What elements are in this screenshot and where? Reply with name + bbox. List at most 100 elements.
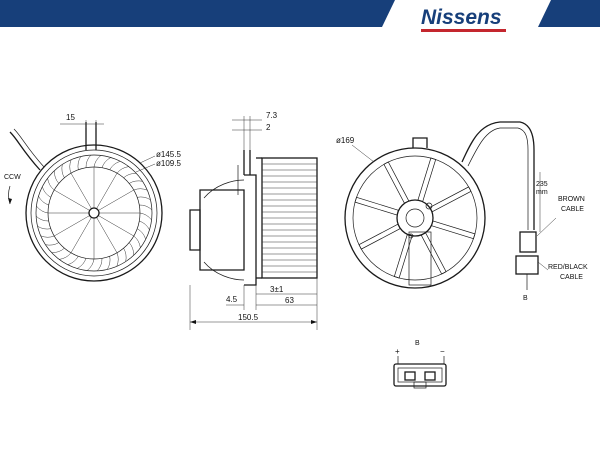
- fan-blade: [51, 248, 65, 253]
- fan-blade: [133, 235, 141, 248]
- fan-blade: [36, 205, 49, 214]
- rear-cable: [461, 121, 535, 230]
- dim-7-3-label: 7.3: [266, 111, 278, 120]
- rear-spoke: [429, 186, 472, 213]
- fan-blade: [85, 154, 91, 168]
- motor-body: [199, 189, 245, 271]
- fan-blade: [116, 166, 129, 174]
- fan-hub: [88, 207, 100, 219]
- fan-blade: [109, 161, 121, 170]
- fan-blade: [129, 242, 134, 256]
- logo-stripe: [421, 29, 506, 32]
- rear-spoke: [358, 223, 401, 250]
- connector-detail-label: B: [415, 340, 420, 347]
- fan-blade: [139, 212, 152, 221]
- rear-spoke: [354, 196, 399, 216]
- fan-blade: [42, 186, 51, 198]
- cable-length-value: 235: [536, 181, 548, 188]
- rear-hub: [396, 199, 434, 237]
- fan-spoke: [70, 217, 92, 253]
- fan-spoke: [54, 189, 90, 211]
- fan-blade: [123, 173, 137, 178]
- rear-spoke: [393, 234, 413, 279]
- connector-housing: [393, 363, 447, 387]
- front-cable: [9, 131, 41, 171]
- fan-blade: [106, 256, 111, 270]
- fan-blade: [40, 235, 55, 238]
- front-cable-edge: [13, 128, 45, 168]
- fan-spoke: [70, 173, 92, 209]
- brown-cable-label-2: CABLE: [561, 206, 584, 213]
- rear-inner-ring: [352, 155, 478, 281]
- plus-pin: [404, 371, 416, 381]
- fan-blade: [54, 170, 59, 184]
- connector-detail: B + −: [393, 340, 447, 389]
- fan-blade: [137, 228, 146, 240]
- diameter-145-label: ø145.5: [156, 150, 181, 159]
- dim-2-label: 2: [266, 123, 271, 132]
- diameter-109-label: ø109.5: [156, 159, 181, 168]
- front-housing-outer: [25, 144, 163, 282]
- front-fan-outer: [35, 154, 153, 272]
- fan-spoke: [96, 217, 118, 253]
- fan-blade: [93, 155, 102, 168]
- fan-blade: [86, 258, 95, 271]
- fan-spoke: [96, 173, 118, 209]
- fan-blade: [37, 225, 51, 230]
- fan-blade: [47, 178, 55, 191]
- dim-15-label: 15: [66, 113, 75, 122]
- dim-63-label: 63: [285, 296, 294, 305]
- fan-blade: [139, 204, 153, 210]
- fan-blade: [116, 252, 119, 267]
- rear-spokes: [354, 157, 476, 279]
- fan-blade: [59, 252, 72, 260]
- fan-spoke: [98, 215, 134, 237]
- fan-blade: [61, 164, 65, 178]
- front-housing-rim: [30, 149, 158, 277]
- rotation-label: CCW: [4, 174, 21, 181]
- fan-blades: [35, 154, 153, 272]
- fan-blade: [38, 196, 49, 206]
- fan-blade: [97, 258, 103, 272]
- dim-4-5-label: 4.5: [226, 295, 238, 304]
- rear-bracket: [408, 231, 432, 286]
- cable-length-unit: mm: [536, 189, 548, 196]
- minus-terminal-label: −: [440, 347, 445, 356]
- rear-housing: [344, 147, 486, 289]
- header-banner: Nissens: [0, 0, 600, 32]
- motor-end-cap: [189, 209, 201, 251]
- fan-ribs: [262, 163, 317, 273]
- connector-mark: B: [523, 295, 528, 302]
- fan-blade: [67, 256, 79, 265]
- red-black-cable-label-2: CABLE: [560, 274, 583, 281]
- dim-3-label: 3±1: [270, 285, 284, 294]
- fan-blade: [35, 216, 49, 222]
- plus-terminal-label: +: [395, 347, 400, 356]
- brand-logo: Nissens: [421, 6, 502, 29]
- connector-body: [519, 231, 537, 253]
- front-view: 15 CCW ø145.5 ø109.5: [4, 113, 181, 282]
- fan-blade: [123, 248, 127, 262]
- fan-spokes: [48, 167, 140, 259]
- brown-cable-label-1: BROWN: [558, 196, 585, 203]
- fan-blade: [69, 159, 72, 174]
- side-view: 7.3 2 4.5 3±1 63 150.5: [189, 111, 318, 330]
- fan-blade: [137, 196, 151, 201]
- fan-spoke: [98, 189, 134, 211]
- rotation-arrowhead-icon: [8, 198, 12, 204]
- fan-blade: [77, 156, 82, 170]
- fan-blade: [139, 220, 150, 230]
- dim-150-5-label: 150.5: [238, 313, 259, 322]
- rear-spoke: [420, 232, 447, 275]
- fan-blade: [101, 157, 111, 168]
- fan-blade: [77, 258, 87, 269]
- red-black-cable-label-1: RED/BLACK: [548, 264, 588, 271]
- fan-blade: [129, 180, 143, 184]
- minus-pin: [424, 371, 436, 381]
- connector-plug: [515, 255, 539, 275]
- fan-blade: [45, 242, 59, 246]
- fan-spoke: [54, 215, 90, 237]
- rear-view: B ø169 235 mm BROWN CABLE RED/BLACK CABL…: [336, 121, 588, 302]
- flange: [244, 174, 257, 286]
